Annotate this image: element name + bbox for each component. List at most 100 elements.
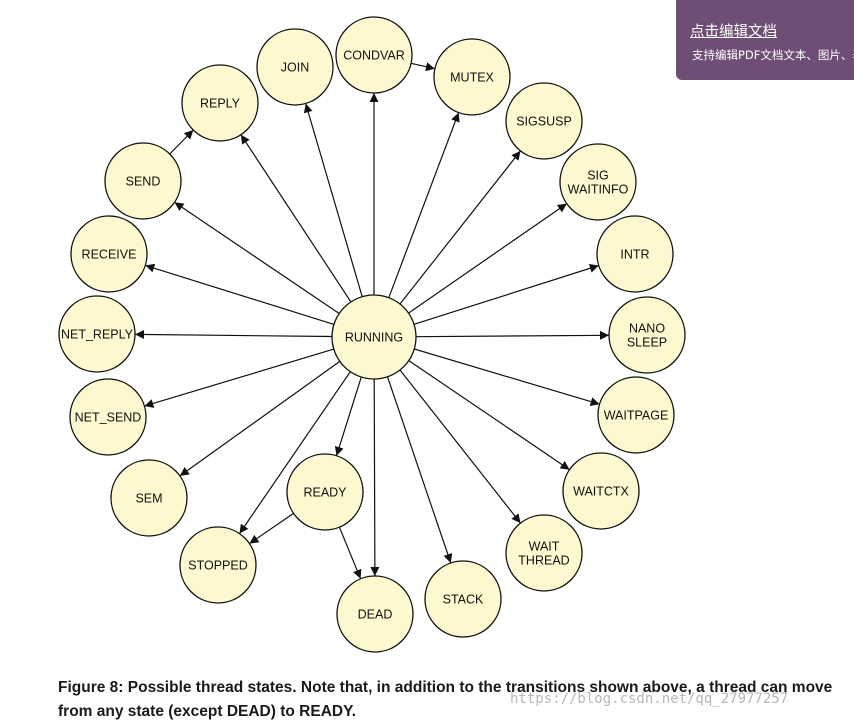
state-label-line: NANO <box>629 322 665 336</box>
state-label-intr: INTR <box>620 248 649 262</box>
state-label-ready: READY <box>303 486 347 500</box>
state-label-stack: STACK <box>443 593 484 607</box>
state-label-line: RECEIVE <box>82 248 137 262</box>
state-node-receive: RECEIVE <box>70 215 148 293</box>
edge-running-sigwaitinfo <box>398 203 568 322</box>
state-circle-running <box>331 294 417 380</box>
state-node-waitpage: WAITPAGE <box>597 376 675 454</box>
state-label-dead: DEAD <box>358 608 393 622</box>
figure-caption: Figure 8: Possible thread states. Note t… <box>58 679 833 720</box>
state-node-net_send: NET_SEND <box>69 378 147 456</box>
state-label-line: NET_REPLY <box>61 328 134 342</box>
state-circle-sem <box>110 459 188 537</box>
state-label-line: INTR <box>620 248 649 262</box>
state-node-join: JOIN <box>256 28 334 106</box>
state-label-line: WAIT <box>529 540 560 554</box>
state-label-line: READY <box>303 486 347 500</box>
state-label-line: WAITPAGE <box>604 409 669 423</box>
state-label-sem: SEM <box>135 492 162 506</box>
edge-running-waitthread <box>390 360 521 524</box>
edge-ready-dead <box>338 526 362 580</box>
state-circle-sigsusp <box>505 82 583 160</box>
edge-running-send <box>174 201 350 323</box>
state-label-line: THREAD <box>518 554 569 568</box>
state-label-line: SIGSUSP <box>516 115 572 129</box>
edge-running-sigsusp <box>390 150 521 314</box>
state-circle-nanosleep <box>608 296 686 374</box>
state-circle-reply <box>181 64 259 142</box>
state-label-line: WAITCTX <box>573 485 629 499</box>
state-label-waitctx: WAITCTX <box>573 485 629 499</box>
edge-condvar-mutex <box>410 62 436 72</box>
state-label-line: WAITINFO <box>568 183 629 197</box>
edge-running-mutex <box>381 112 460 308</box>
state-label-line: DEAD <box>358 608 393 622</box>
state-circle-stack <box>424 560 502 638</box>
state-circle-receive <box>70 215 148 293</box>
state-label-net_reply: NET_REPLY <box>61 328 134 342</box>
state-circle-stopped <box>179 526 257 604</box>
state-circle-condvar <box>335 16 413 94</box>
state-label-line: RUNNING <box>345 331 403 345</box>
state-label-net_send: NET_SEND <box>75 411 142 425</box>
edge-running-net_reply <box>134 329 342 342</box>
state-label-send: SEND <box>126 175 161 189</box>
edge-running-join <box>303 103 370 307</box>
edge-running-receive <box>145 263 344 332</box>
state-circle-ready <box>286 453 364 531</box>
state-node-stack: STACK <box>424 560 502 638</box>
edge-running-ready <box>334 367 369 456</box>
edit-document-subtitle: 支持编辑PDF文档文本、图片、表 <box>692 48 854 62</box>
edge-running-stack <box>386 376 453 564</box>
state-node-send: SEND <box>104 142 182 220</box>
state-label-running: RUNNING <box>345 331 403 345</box>
state-circle-mutex <box>433 38 511 116</box>
state-circle-intr <box>596 215 674 293</box>
state-label-stopped: STOPPED <box>188 559 248 573</box>
edge-running-waitctx <box>398 351 570 471</box>
url-watermark: https://blog.csdn.net/qq_27977257 <box>510 691 789 707</box>
edge-running-reply <box>240 134 360 312</box>
state-node-sem: SEM <box>110 459 188 537</box>
edge-running-intr <box>404 263 599 332</box>
state-circle-waitctx <box>562 452 640 530</box>
state-node-reply: REPLY <box>181 64 259 142</box>
edge-running-dead <box>370 378 380 577</box>
state-circle-waitthread <box>505 514 583 592</box>
state-circle-net_send <box>69 378 147 456</box>
edge-ready-stopped <box>249 504 304 545</box>
edge-running-waitpage <box>404 342 600 406</box>
state-label-sigsusp: SIGSUSP <box>516 115 572 129</box>
state-label-line: NET_SEND <box>75 411 142 425</box>
edit-document-banner[interactable]: 点击编辑文档 支持编辑PDF文档文本、图片、表 <box>676 0 854 80</box>
edit-document-link[interactable]: 点击编辑文档 <box>690 24 777 40</box>
state-label-line: REPLY <box>200 97 241 111</box>
state-circle-net_reply <box>58 295 136 373</box>
state-circle-join <box>256 28 334 106</box>
state-circle-send <box>104 142 182 220</box>
state-label-line: SEND <box>126 175 161 189</box>
state-node-waitctx: WAITCTX <box>562 452 640 530</box>
edge-send-reply <box>169 129 194 155</box>
state-label-line: MUTEX <box>450 71 494 85</box>
state-label-waitpage: WAITPAGE <box>604 409 669 423</box>
state-node-net_reply: NET_REPLY <box>58 295 136 373</box>
state-circle-waitpage <box>597 376 675 454</box>
state-label-reply: REPLY <box>200 97 241 111</box>
state-label-line: STOPPED <box>188 559 248 573</box>
state-label-line: STACK <box>443 593 484 607</box>
edge-running-nanosleep <box>406 330 610 342</box>
state-node-stopped: STOPPED <box>179 526 257 604</box>
thread-state-diagram: RUNNING CONDVAR JOIN MUTEX REPLY SIGSUSP SEND S… <box>58 16 686 653</box>
state-circle-sigwaitinfo <box>559 143 637 221</box>
state-label-receive: RECEIVE <box>82 248 137 262</box>
state-label-condvar: CONDVAR <box>343 49 405 63</box>
edge-running-net_send <box>144 342 344 408</box>
state-node-mutex: MUTEX <box>433 38 511 116</box>
